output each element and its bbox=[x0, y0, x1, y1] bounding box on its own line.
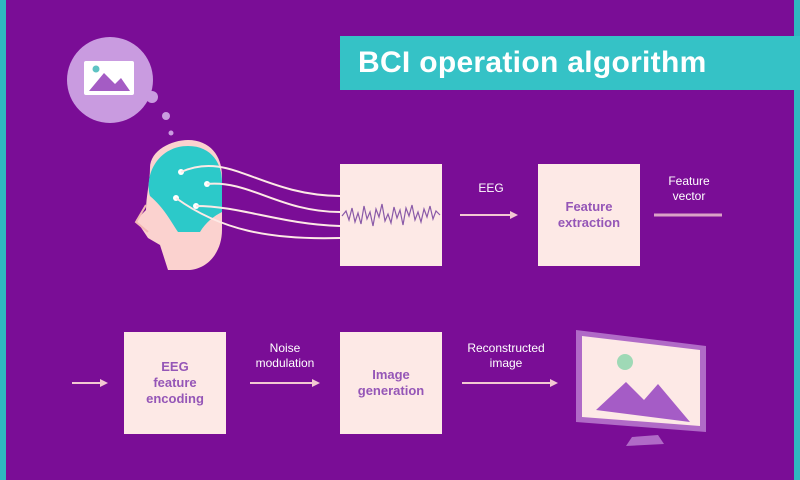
eeg-feature-encoding-box: EEG feature encoding bbox=[124, 332, 226, 434]
eeg-label: EEG bbox=[478, 181, 504, 195]
image-generation-box: Image generation bbox=[340, 332, 442, 434]
head-eeg-cap-icon bbox=[134, 140, 222, 270]
flow-arrows bbox=[72, 211, 722, 387]
feature-extraction-box: Feature extraction bbox=[538, 164, 640, 266]
thought-bubble-image-icon bbox=[67, 37, 174, 136]
feature-vector-label: Feature vector bbox=[668, 174, 710, 203]
eeg-wires bbox=[175, 164, 341, 240]
reconstructed-image-label: Reconstructed image bbox=[467, 341, 545, 370]
noise-modulation-label: Noise modulation bbox=[255, 341, 315, 370]
eeg-signal-box bbox=[340, 164, 442, 266]
monitor-image-icon bbox=[576, 330, 706, 446]
eeg-waveform-icon bbox=[341, 203, 441, 227]
page-title: BCI operation algorithm bbox=[340, 36, 800, 90]
